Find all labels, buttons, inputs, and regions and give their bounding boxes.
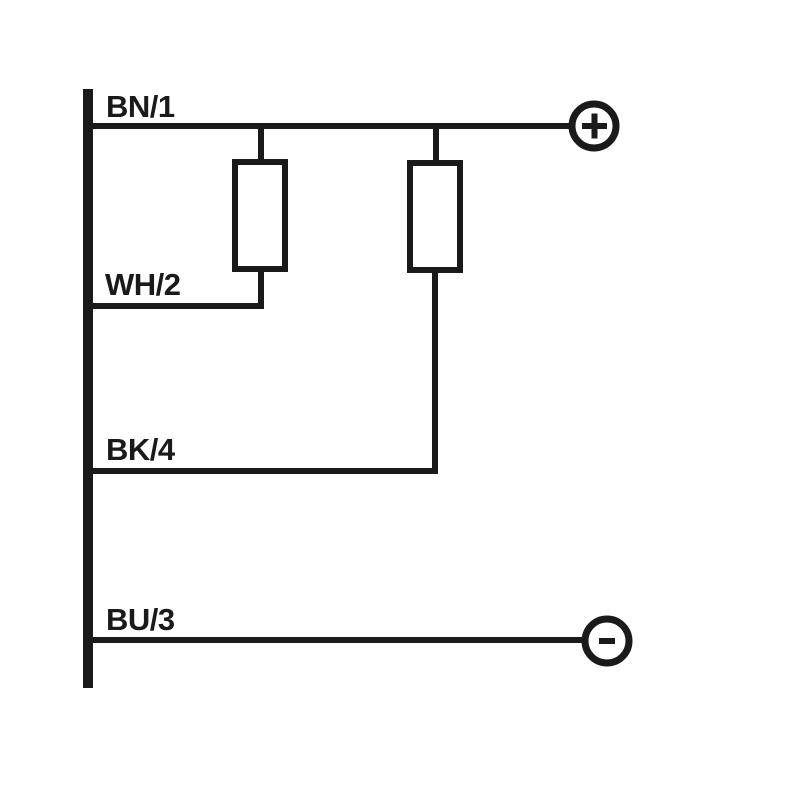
wire-label-bu3: BU/3 — [106, 602, 175, 637]
load-resistor-2 — [407, 160, 463, 273]
wire-label-bn1: BN/1 — [106, 89, 175, 124]
wire-label-bk4: BK/4 — [106, 432, 176, 467]
plus-icon — [582, 113, 607, 139]
load-resistor-1 — [232, 159, 288, 272]
wire-label-wh2: WH/2 — [105, 267, 181, 302]
